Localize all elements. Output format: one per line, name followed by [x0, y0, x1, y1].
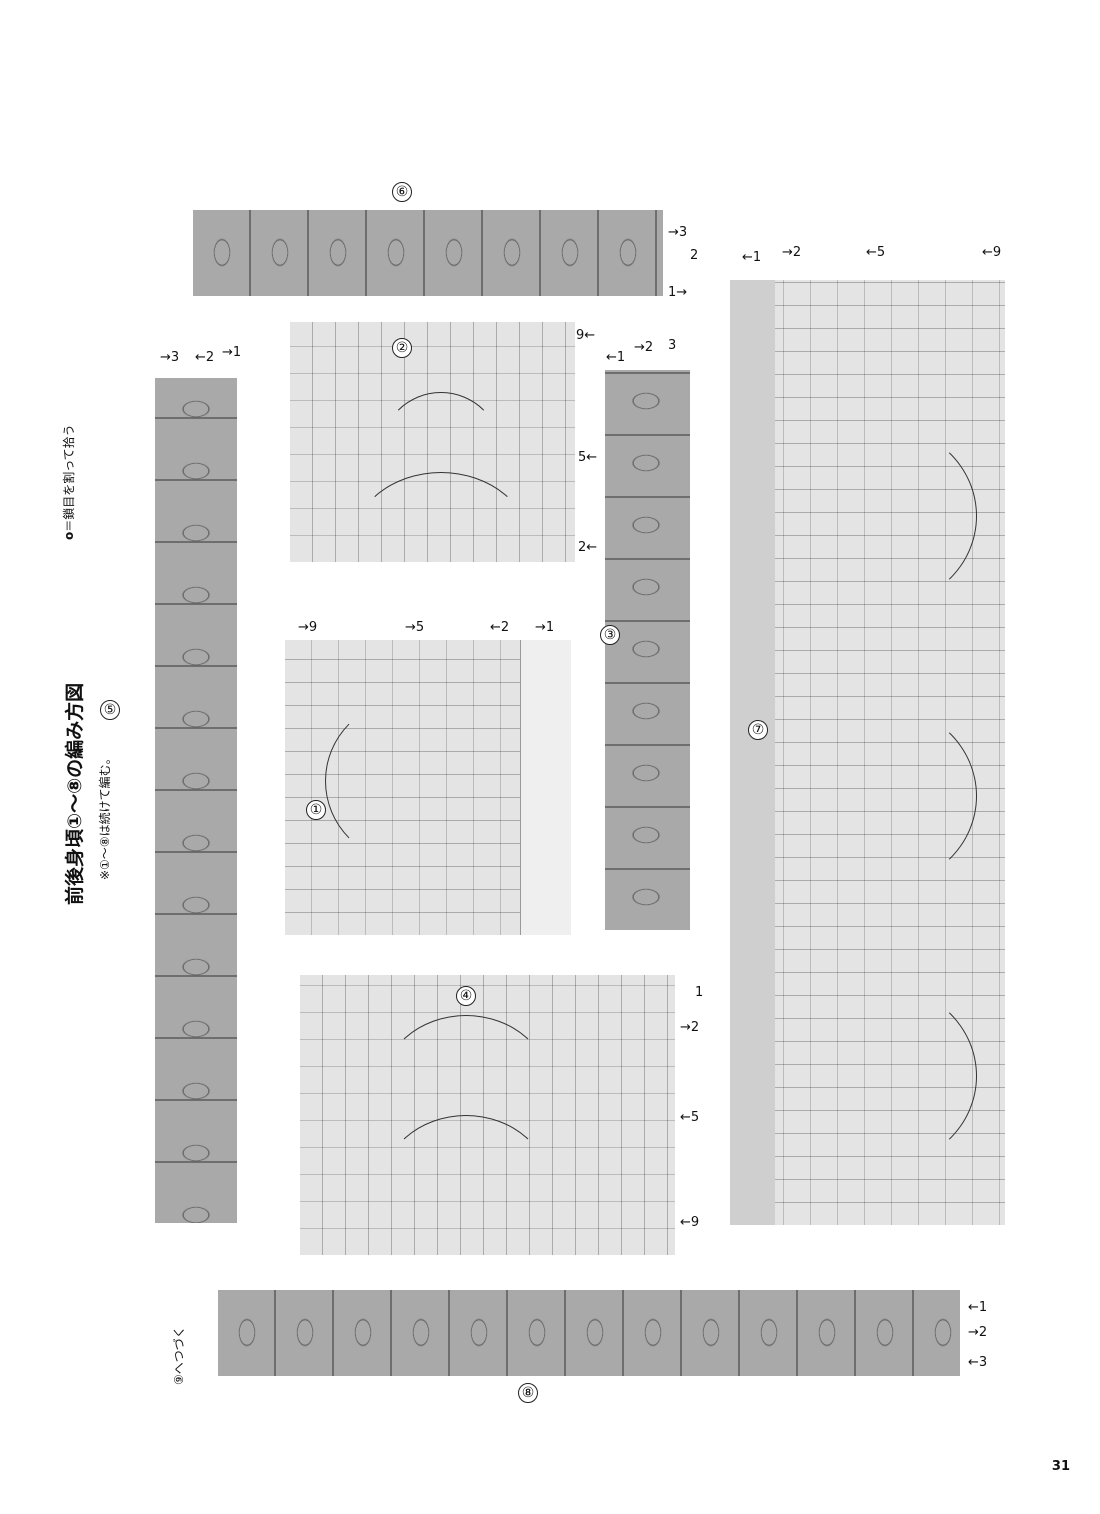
row-label: →2 — [782, 245, 802, 260]
row-label: →1 — [535, 620, 555, 635]
block-4 — [300, 975, 675, 1255]
row-label: ←2 — [490, 620, 510, 635]
row-label: →3 — [668, 225, 688, 240]
legend: o＝鎖目を割って拾う — [60, 424, 77, 540]
block-4-label: ④ — [456, 986, 476, 1006]
row-label: ←5 — [680, 1110, 700, 1125]
row-label: 5← — [578, 450, 598, 465]
block-6 — [193, 210, 663, 296]
row-label: →2 — [968, 1325, 988, 1340]
row-label: ←2 — [195, 350, 215, 365]
row-label: ←1 — [968, 1300, 988, 1315]
legend-text: ＝鎖目を割って拾う — [62, 424, 76, 532]
row-label: →2 — [680, 1020, 700, 1035]
row-label: ←9 — [680, 1215, 700, 1230]
block-2-label: ② — [392, 338, 412, 358]
block-5 — [155, 378, 237, 1223]
row-label: →3 — [160, 350, 180, 365]
row-label: ←5 — [866, 245, 886, 260]
row-label: 2 — [690, 248, 699, 263]
continuous-note: ※①～⑧は続けて編む。 — [98, 752, 112, 880]
row-label: ←9 — [982, 245, 1002, 260]
row-label: →1 — [222, 345, 242, 360]
block-8 — [218, 1290, 960, 1376]
block-6-label: ⑥ — [392, 182, 412, 202]
row-label: 9← — [576, 328, 596, 343]
continue-label: ⑨へつづく — [172, 1326, 186, 1385]
block-7 — [730, 280, 1005, 1225]
row-label: 1 — [695, 985, 704, 1000]
block-7-label: ⑦ — [748, 720, 768, 740]
row-label: →5 — [405, 620, 425, 635]
block-1 — [285, 640, 525, 935]
block-3-label: ③ — [600, 625, 620, 645]
row-label: ←1 — [742, 250, 762, 265]
page-number: 31 — [1051, 1459, 1070, 1474]
block-5-label: ⑤ — [100, 700, 120, 720]
block-7-edge — [730, 280, 775, 1225]
row-label: 1→ — [668, 285, 688, 300]
chain-split-symbol-icon: o — [62, 531, 76, 540]
row-label: →2 — [634, 340, 654, 355]
diagram-title: 前後身頃①～⑧の編み方図 — [64, 682, 86, 905]
block-1-label: ① — [306, 800, 326, 820]
block-2 — [290, 322, 575, 562]
row-label: 3 — [668, 338, 677, 353]
row-label: ←1 — [606, 350, 626, 365]
block-8-label: ⑧ — [518, 1383, 538, 1403]
block-3 — [605, 370, 690, 930]
row-label: 2← — [578, 540, 598, 555]
row-label: ←3 — [968, 1355, 988, 1370]
row-label: →9 — [298, 620, 318, 635]
block-1-edge — [520, 640, 571, 935]
